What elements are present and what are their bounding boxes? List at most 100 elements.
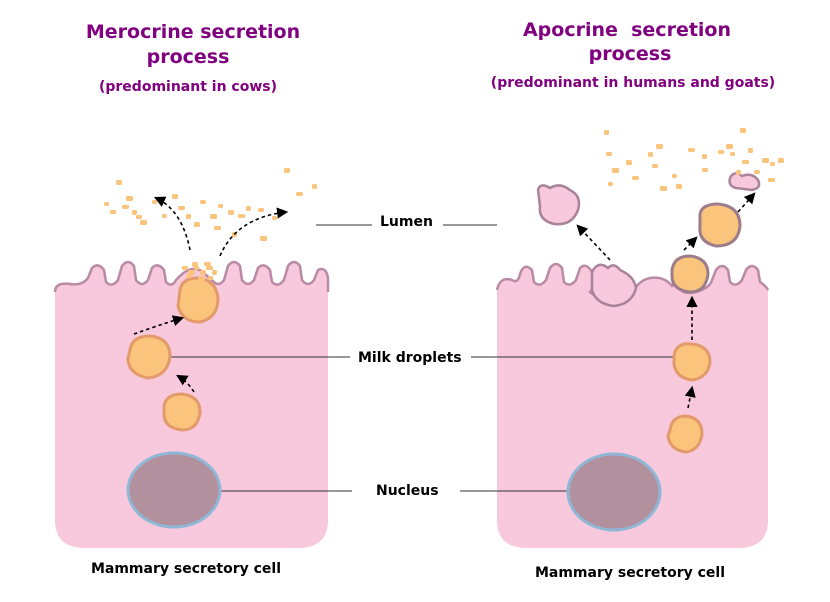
right-title-line1: Apocrine secretion	[523, 19, 731, 41]
milk-granule	[188, 270, 195, 275]
arrow-left-droplet-to-apex	[133, 315, 185, 335]
arrow-right-vesicle	[576, 224, 611, 261]
milk-granule	[218, 204, 223, 208]
arrow-right-lower	[684, 385, 696, 409]
milk-granule	[258, 208, 264, 212]
milk-granule	[192, 262, 198, 267]
milk-granule	[606, 152, 612, 156]
milk-granule	[748, 148, 753, 153]
secretion-arrows	[133, 192, 756, 409]
milk-granule	[132, 210, 137, 215]
right-vesicle-open	[728, 172, 761, 192]
milk-granule	[200, 200, 206, 204]
milk-granule	[136, 215, 142, 219]
lumen-label: Lumen	[380, 214, 433, 230]
right-droplet-middle	[672, 342, 712, 382]
milk-granule	[178, 206, 185, 210]
milk-granule	[206, 266, 213, 270]
right-droplet-released	[698, 202, 742, 248]
milk-granule	[194, 222, 200, 227]
arrow-right-release	[737, 192, 756, 213]
left-nucleus	[126, 451, 222, 529]
milk-granule	[152, 200, 157, 204]
milk-granule	[198, 276, 205, 281]
right-title-line2: process	[589, 43, 672, 65]
milk-granule	[172, 194, 178, 199]
milk-granule	[612, 168, 619, 173]
milk-granule	[768, 178, 775, 182]
arrow-left-release-left	[153, 196, 191, 251]
milk-granule	[652, 164, 658, 168]
milk-granule	[246, 206, 251, 211]
milk-granule	[742, 160, 749, 164]
right-nucleus	[566, 452, 662, 532]
right-droplet-budding	[670, 254, 710, 294]
milk-granule	[228, 210, 234, 215]
milk-granule	[778, 158, 784, 163]
milk-granule	[110, 210, 116, 214]
arrow-left-nucleus-to-droplet	[176, 374, 195, 393]
milk-granule	[212, 270, 217, 275]
left-droplet-lower	[162, 392, 202, 432]
milk-granule	[656, 144, 663, 149]
milk-granule	[238, 214, 245, 218]
milk-granule	[660, 186, 667, 191]
left-droplet-middle	[126, 334, 172, 380]
milk-granule	[126, 196, 133, 201]
milk-granule	[104, 202, 109, 206]
milk-granule	[604, 130, 609, 135]
milk-granule	[296, 192, 303, 196]
milk-granule	[608, 182, 613, 186]
milk-granule	[312, 184, 317, 189]
milk-granule	[632, 176, 639, 180]
milk-granule	[182, 266, 188, 270]
milk-granule	[122, 205, 129, 209]
left-milk-droplets	[126, 276, 220, 432]
milk-granule	[736, 170, 741, 175]
milk-granule	[702, 154, 707, 159]
milk-granule	[672, 174, 677, 178]
left-subtitle: (predominant in cows)	[99, 79, 277, 95]
right-vesicle-empty	[536, 184, 581, 226]
milk-granule	[284, 168, 290, 173]
milk-granule	[272, 216, 277, 220]
milk-droplets-label: Milk droplets	[358, 350, 462, 366]
milk-granule	[726, 144, 733, 149]
milk-granule	[186, 274, 192, 278]
milk-granule	[260, 236, 267, 241]
milk-granule	[626, 160, 632, 165]
milk-granule	[210, 214, 217, 219]
milk-granule	[214, 226, 221, 230]
right-subtitle: (predominant in humans and goats)	[491, 75, 775, 91]
milk-granules	[104, 128, 784, 281]
arrow-right-bud	[683, 236, 698, 251]
milk-granule	[702, 168, 708, 172]
left-cell-label: Mammary secretory cell	[91, 561, 281, 577]
milk-granule	[208, 276, 213, 280]
milk-granule	[204, 262, 211, 266]
milk-granule	[162, 214, 167, 218]
milk-granule	[718, 150, 724, 154]
right-milk-droplets	[536, 172, 761, 454]
nucleus-label: Nucleus	[376, 483, 439, 499]
right-vesicle-bursting	[590, 263, 638, 308]
milk-granule	[730, 152, 735, 156]
milk-granule	[676, 184, 682, 189]
left-droplet-exit	[176, 276, 220, 324]
left-title-line1: Merocrine secretion	[86, 21, 300, 43]
right-droplet-lower	[666, 414, 704, 454]
milk-granule	[762, 158, 769, 163]
right-cell-label: Mammary secretory cell	[535, 565, 725, 581]
milk-granule	[200, 270, 206, 275]
milk-granule	[140, 220, 147, 225]
milk-granule	[688, 148, 695, 152]
milk-granule	[116, 180, 122, 185]
milk-granule	[740, 128, 746, 133]
milk-granule	[770, 162, 775, 166]
arrow-left-release-right	[219, 207, 289, 257]
left-title-line2: process	[147, 46, 230, 68]
milk-granule	[648, 152, 653, 157]
milk-granule	[186, 214, 191, 219]
milk-granule	[754, 170, 760, 174]
